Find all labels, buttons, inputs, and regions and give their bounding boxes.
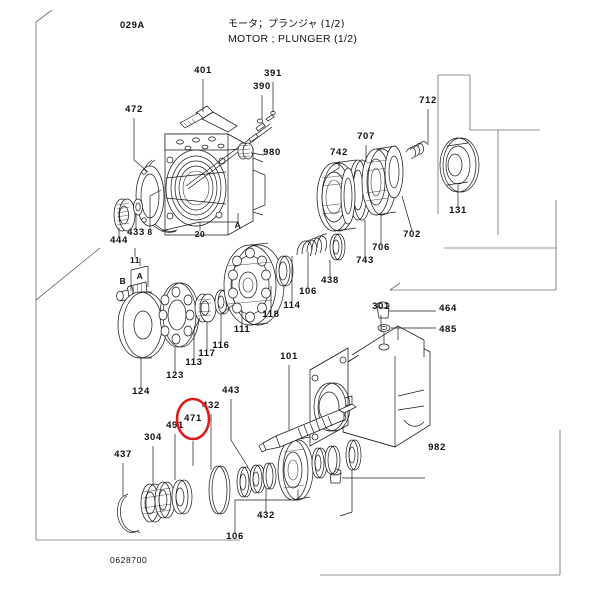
part-114-spring: [296, 233, 328, 257]
part-callout-464: 464: [439, 303, 457, 314]
part-444-bearing: [113, 198, 136, 232]
part-callout-118: 118: [262, 309, 279, 320]
part-callout-702: 702: [403, 229, 421, 240]
part-callout-390: 390: [253, 81, 271, 92]
part-callout-A: A: [137, 271, 144, 281]
part-callout-304: 304: [144, 432, 162, 443]
part-callout-742: 742: [330, 147, 348, 158]
part-callout-743: 743: [356, 255, 374, 266]
cylinder-block-assembly: [117, 233, 346, 359]
part-131-cover: [439, 137, 480, 193]
part-callout-438: 438: [321, 275, 339, 286]
title-japanese: モータ；プランジャ (1/2): [228, 18, 345, 30]
part-callout-124: 124: [132, 386, 150, 397]
part-callout-391: 391: [264, 68, 282, 79]
part-callout-707: 707: [357, 131, 375, 142]
part-callout-B: B: [120, 276, 127, 286]
part-113-bearing: [194, 293, 217, 323]
leader-lines: [118, 79, 459, 533]
part-callout-113: 113: [185, 357, 202, 368]
part-123-retainer: [158, 282, 200, 348]
part-callout-117: 117: [198, 348, 215, 359]
part-980-pin: [237, 142, 254, 160]
part-callout-106: 106: [299, 286, 317, 297]
part-982-bolt: [328, 452, 425, 484]
part-callout-131: 131: [449, 205, 467, 216]
brake-pack-assembly: [316, 137, 480, 232]
part-callout-706: 706: [372, 242, 390, 253]
part-callout-712: 712: [419, 95, 437, 106]
part-callout-443: 443: [222, 385, 240, 396]
part-callout-114: 114: [283, 300, 300, 311]
part-390-391-pins: [185, 110, 276, 190]
part-callout-471: 471: [184, 413, 202, 424]
part-callout-401: 401: [194, 65, 212, 76]
part-118-ring: [275, 255, 294, 287]
part-callout-444: 444: [110, 235, 128, 246]
part-callout-485: 485: [439, 324, 457, 335]
part-callout-8: 8: [147, 227, 152, 237]
part-callout-491: 491: [166, 420, 184, 431]
part-471-o-ring: [208, 465, 231, 515]
part-callout-101: 101: [280, 351, 298, 362]
part-443-hub: [277, 436, 314, 501]
part-callout-432: 432: [202, 400, 220, 411]
part-callout-20: 20: [195, 229, 205, 239]
part-111-cylinder-barrel: [223, 242, 285, 326]
part-432-ring-right: [345, 439, 362, 471]
part-callout-980: 980: [263, 147, 281, 158]
motor-housing-assembly: [113, 105, 276, 302]
part-437-snap-ring: [117, 493, 141, 534]
part-491-ring: [171, 479, 193, 515]
part-callout-437: 437: [114, 449, 132, 460]
part-433-seal: [133, 198, 143, 216]
part-706-702-discs: [361, 145, 404, 216]
part-callout-301: 301: [372, 301, 390, 312]
part-101-drive-shaft: [258, 403, 357, 453]
drawing-number: 0628700: [110, 555, 147, 565]
seal-stack-assembly: [117, 403, 362, 534]
part-callout-472: 472: [125, 104, 143, 115]
title-english: MOTOR ; PLUNGER (1/2): [228, 33, 357, 45]
part-callout-433: 433: [127, 227, 145, 238]
part-301-casing: [309, 325, 431, 448]
part-106-rings-lower: [311, 445, 341, 479]
part-callout-982: 982: [428, 442, 446, 453]
part-20-housing-body: [164, 133, 266, 236]
part-438-106-cap: [329, 233, 346, 261]
part-callout-123: 123: [166, 370, 184, 381]
part-304-bearing-pack: [140, 481, 176, 523]
part-712-spring: [405, 141, 428, 159]
part-callout-116: 116: [212, 340, 229, 351]
frame-guide-lines: [35, 9, 561, 576]
part-callout-11: 11: [130, 255, 140, 265]
group-code: 029A: [120, 20, 145, 31]
part-401-bolt: [179, 105, 238, 133]
part-464-plug: [376, 301, 436, 319]
part-callout-106: 106: [226, 531, 244, 542]
part-callout-432: 432: [257, 510, 275, 521]
highlight-ellipse-471: [175, 397, 211, 441]
part-432-rings: [236, 462, 277, 498]
part-callout-111: 111: [234, 324, 251, 335]
part-124-shoe-plate: [117, 291, 168, 359]
part-callout-A: A: [235, 220, 242, 230]
